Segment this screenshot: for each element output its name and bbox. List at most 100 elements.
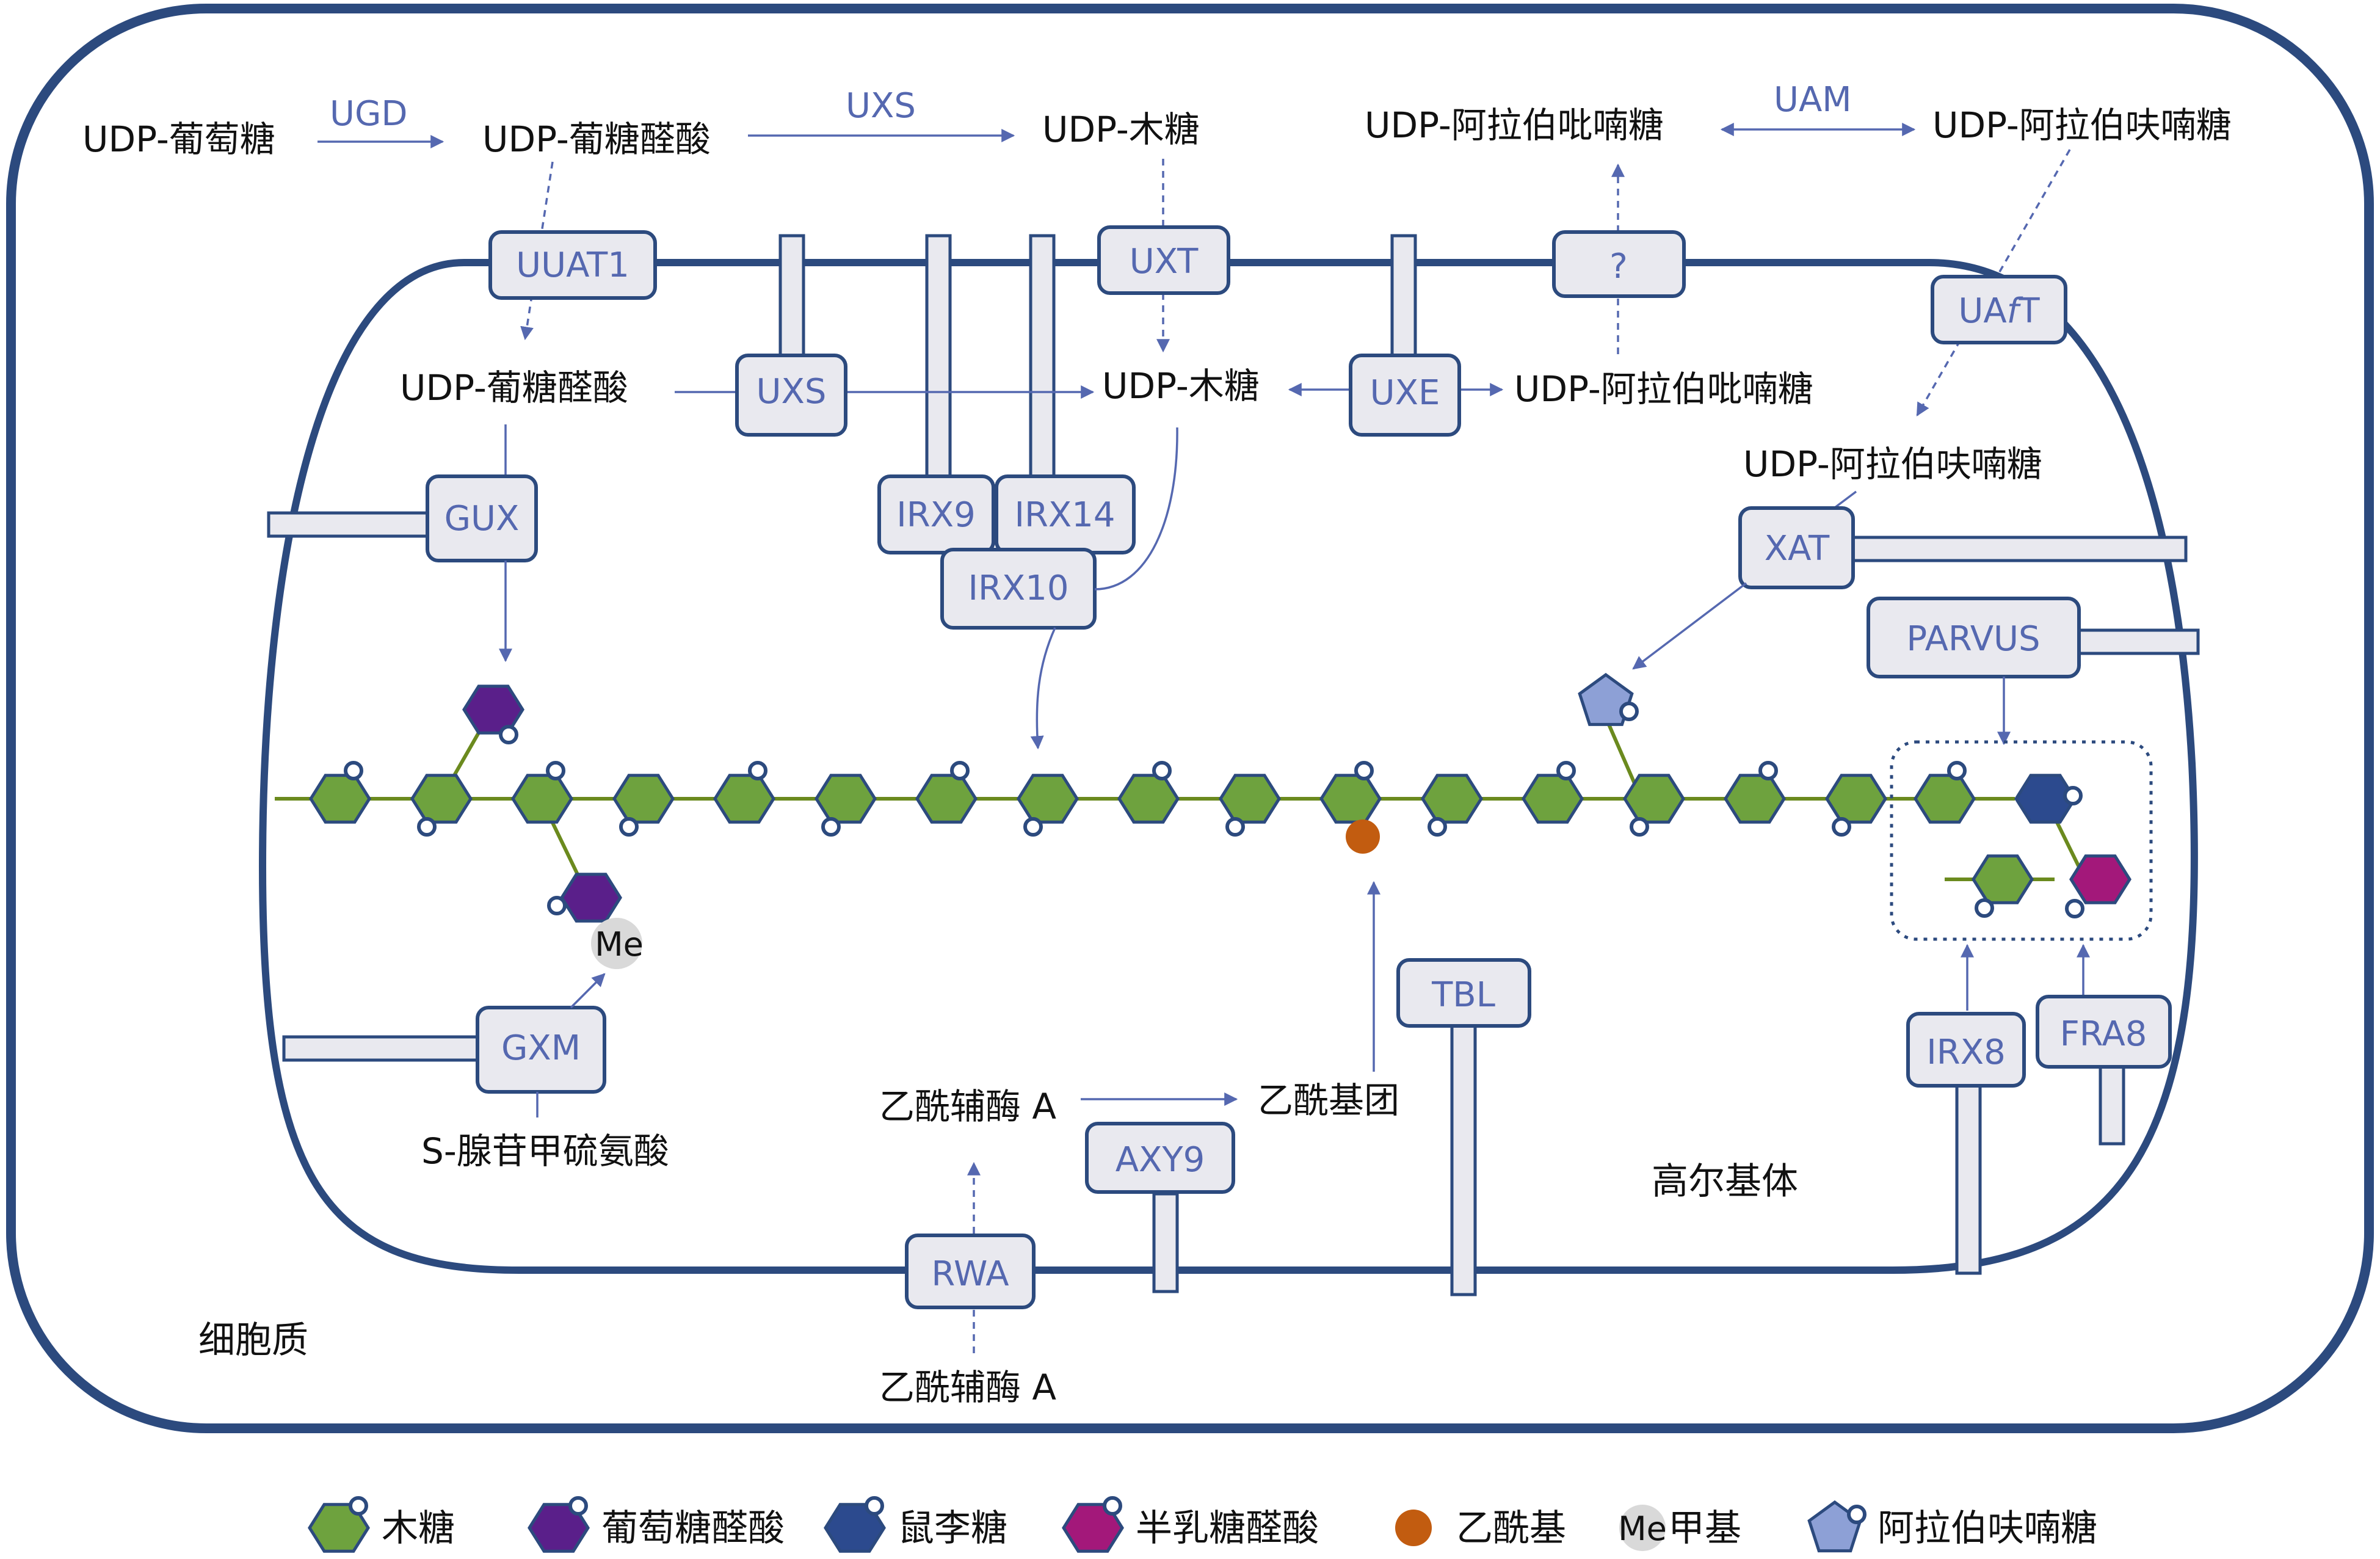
uxt-label: UXT (1130, 242, 1199, 282)
rhamnose-linkage-ring (2063, 786, 2083, 805)
reducing-end-box (1890, 740, 2153, 941)
irx14-label: IRX14 (1014, 495, 1115, 535)
xylose-residue (309, 774, 371, 824)
acetyl-coa-top-label: 乙酰辅酶 A (879, 1086, 1056, 1127)
xylose-linkage-ring (1556, 761, 1576, 780)
methyl-label: Me (595, 925, 644, 964)
rwa-label: RWA (931, 1254, 1009, 1294)
uxe-box (1349, 354, 1461, 437)
ugd-label: UGD (330, 94, 408, 134)
xylose-linkage-ring (344, 761, 363, 780)
xat-stem (1848, 536, 2188, 562)
xylose-linkage-ring (1428, 817, 1447, 837)
legend-label-glucuronic-acid: 葡萄糖醛酸 (601, 1507, 785, 1550)
xat-arrow (1632, 582, 1747, 670)
golgi-label: 高尔基体 (1652, 1160, 1798, 1203)
xat-box (1738, 506, 1855, 589)
legend-ring (349, 1496, 368, 1516)
udp-xylose-golgi-label: UDP-木糖 (1102, 365, 1260, 407)
unknown-transporter-box (1552, 230, 1686, 298)
xylose-linkage-ring (821, 817, 841, 837)
gux-box (426, 474, 538, 562)
udp-araf-top-label: UDP-阿拉伯呋喃糖 (1932, 104, 2232, 146)
legend-label-xylose: 木糖 (382, 1507, 455, 1550)
xylose-residue (511, 774, 573, 824)
legend-label-methyl: 甲基 (1668, 1507, 1741, 1550)
xylose-linkage-ring (950, 761, 970, 780)
uuat1-label: UUAT1 (516, 245, 629, 285)
xylose-linkage-ring (417, 817, 437, 837)
udp-arap-golgi-label: UDP-阿拉伯吡喃糖 (1514, 368, 1813, 410)
xylose-residue (713, 774, 775, 824)
uuat1-box (488, 230, 657, 300)
fra8-box (2036, 995, 2172, 1069)
xylose-residue (1623, 774, 1685, 824)
irx8-stem (1955, 1082, 1982, 1275)
uaft-box (1931, 275, 2067, 344)
uam-label: UAM (1774, 80, 1852, 120)
legend-methyl-badge: Me (1618, 1510, 1667, 1548)
methyl-badge (591, 918, 642, 969)
arabinofuranose-linkage-ring (1619, 702, 1639, 721)
galacturonic-acid-linkage-ring (2065, 899, 2084, 918)
xylose-residue (1724, 774, 1786, 824)
xylan-backbone-residues (309, 672, 2131, 923)
legend-ring (1103, 1496, 1122, 1516)
udp-glucose-label: UDP-葡萄糖 (82, 118, 275, 160)
xylose-residue (1421, 774, 1483, 824)
rhamnose-residue (2014, 774, 2077, 824)
legend-ring (1847, 1505, 1867, 1524)
fra8-label: FRA8 (2060, 1014, 2147, 1054)
legend-acetyl-icon (1395, 1510, 1432, 1546)
gux-label: GUX (444, 499, 520, 539)
xat-label: XAT (1765, 529, 1830, 569)
xylose-linkage-ring (619, 817, 639, 837)
gux-stem (267, 511, 429, 538)
legend-label-arabinofuranose: 阿拉伯呋喃糖 (1878, 1507, 2097, 1550)
tbl-stem (1450, 1024, 1477, 1296)
uxe-label: UXE (1370, 373, 1440, 413)
axy9-stem (1152, 1192, 1179, 1293)
acetyl-circle (1346, 819, 1380, 854)
irx10-arrow (1030, 627, 1056, 750)
galacturonic-acid-residue (2069, 854, 2131, 904)
stem-irx14 (1029, 234, 1056, 494)
xylose-residue (1972, 854, 2034, 904)
gxm-arrow (570, 973, 606, 1009)
udp-glca-golgi-label: UDP-葡糖醛酸 (400, 367, 628, 409)
xylose-linkage-ring (1023, 817, 1043, 837)
xylose-residue (814, 774, 877, 824)
xylose-linkage-ring (546, 761, 565, 780)
xylose-linkage-ring (1947, 761, 1967, 780)
legend-label-galacturonic-acid: 半乳糖醛酸 (1136, 1507, 1319, 1550)
arabinofuranose-residue (1578, 672, 1634, 726)
legend-ring (865, 1496, 884, 1516)
uxt-box (1097, 225, 1230, 295)
xylose-residue (1522, 774, 1584, 824)
parvus-box (1867, 597, 2081, 678)
xylose-linkage-ring (1758, 761, 1778, 780)
glucuronic-acid-residue (560, 873, 622, 923)
xylose-linkage-ring (1225, 817, 1245, 837)
uxs-cyto-label: UXS (846, 86, 916, 126)
golgi-membrane (258, 259, 2198, 1274)
xylose-linkage-ring (1975, 898, 1994, 918)
irx10-label: IRX10 (968, 569, 1068, 608)
stem-uxe (1390, 234, 1417, 366)
acetyl-group-label: 乙酰基团 (1258, 1080, 1399, 1121)
xylose-residue (1017, 774, 1079, 824)
xylose-residue (1825, 774, 1887, 824)
xylose-linkage-ring (1152, 761, 1172, 780)
unknown-transporter-label: ? (1609, 247, 1628, 286)
parvus-label: PARVUS (1906, 619, 2040, 659)
legend-label-acetyl: 乙酰基 (1456, 1507, 1566, 1550)
tbl-label: TBL (1431, 975, 1495, 1015)
udp-glca-top-label: UDP-葡糖醛酸 (482, 118, 711, 160)
udp-arap-top-label: UDP-阿拉伯吡喃糖 (1365, 104, 1664, 146)
cell-membrane (6, 4, 2374, 1433)
udp-xylose-top-label: UDP-木糖 (1042, 109, 1200, 150)
xylose-residue (1914, 774, 1976, 824)
irx10-curve (1094, 427, 1178, 591)
tbl-box (1396, 958, 1531, 1028)
